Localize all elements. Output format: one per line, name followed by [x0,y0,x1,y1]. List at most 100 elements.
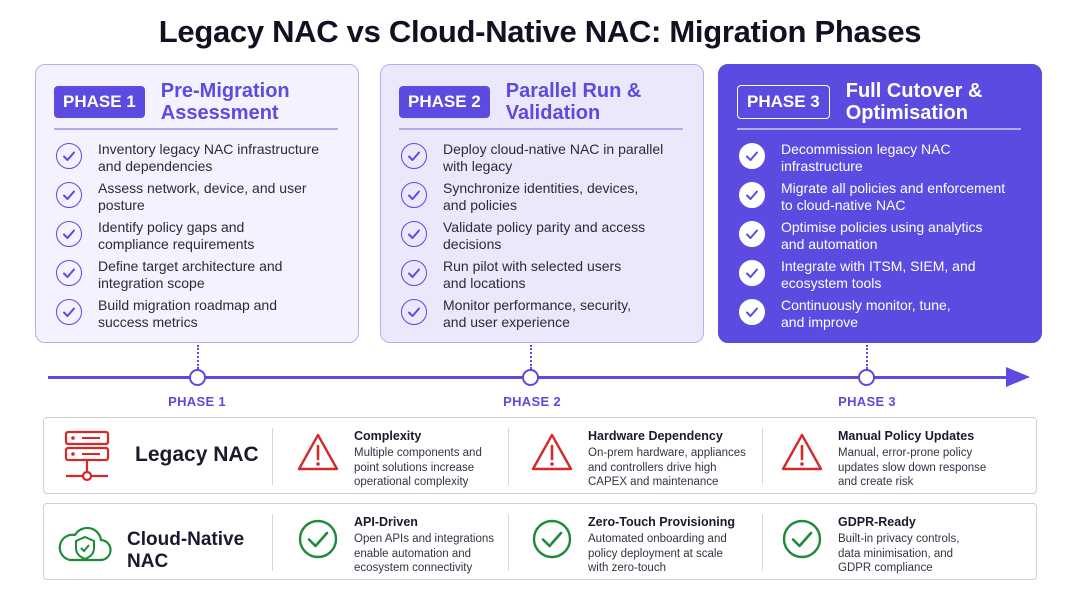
check-circle-icon [401,182,427,208]
phase-3-title-line-1: Full Cutover & [845,80,983,102]
checklist-item-line-2: integration scope [98,275,205,291]
check-circle-icon [401,299,427,325]
cell-description-line-3: operational complexity [354,476,469,488]
checklist-item-line-2: to cloud-native NAC [781,197,906,213]
checklist-item-line-2: infrastructure [781,158,863,174]
divider [272,428,273,485]
legacy-nac-label-block: Legacy NAC [44,418,272,493]
cell-description-line-3: with zero-touch [588,562,666,574]
cell-description-line-1: On-prem hardware, appliances [588,447,746,459]
checklist-item-line-1: Monitor performance, security, [443,297,632,313]
phase-2-title-line-1: Parallel Run & [505,80,642,102]
cell-title: GDPR-Ready [838,515,916,529]
cell-description-line-3: and create risk [838,476,914,488]
timeline-connector [866,345,868,369]
phase-3-badge: PHASE 3 [737,85,830,119]
cell-title: Complexity [354,429,422,443]
timeline-label-phase-1: PHASE 1 [168,394,226,409]
phase-2-title: Parallel Run & Validation [506,80,642,124]
timeline-marker [522,369,539,386]
checklist-item-line-2: and automation [781,236,878,252]
phase-1-title-line-1: Pre-Migration [160,80,290,102]
phase-1-header: PHASE 1 Pre-Migration Assessment [54,77,340,127]
legacy-nac-label: Legacy NAC [135,443,259,466]
divider [508,514,509,571]
arrow-right-icon [1006,367,1030,387]
divider [737,128,1021,130]
check-circle-icon [782,519,822,559]
phase-3-title-line-2: Optimisation [845,102,968,124]
checklist-item-line-1: Deploy cloud-native NAC in parallel [443,141,664,157]
cloud-native-nac-label-block: Cloud-Native NAC [44,504,272,579]
page-title: Legacy NAC vs Cloud-Native NAC: Migratio… [158,14,922,49]
check-circle-icon [532,519,572,559]
cell-title: API-Driven [354,515,418,529]
checklist-item-text: Monitor performance, security,and user e… [443,297,631,331]
checklist-item-line-2: and user experience [443,314,570,330]
check-circle-icon [401,143,427,169]
phase-3-title: Full Cutover & Optimisation [846,80,983,124]
check-circle-icon [401,260,427,286]
timeline-marker [858,369,875,386]
cell-description-line-1: Open APIs and integrations [354,533,495,545]
check-circle-icon [739,260,765,286]
checklist-item-line-2: ecosystem tools [781,275,882,291]
cell-description-line-1: Multiple components and [354,447,482,459]
timeline: PHASE 1 PHASE 2 PHASE 3 [0,340,1080,420]
divider [399,128,683,130]
phase-3-header: PHASE 3 Full Cutover & Optimisation [737,77,1023,127]
check-circle-icon [739,182,765,208]
cell-description-line-3: GDPR compliance [838,562,933,574]
cell-description-line-1: Built-in privacy controls, [838,533,960,545]
phase-1-badge: PHASE 1 [54,86,145,118]
divider [272,514,273,571]
checklist-item-line-1: Integrate with ITSM, SIEM, and [781,258,976,274]
cell-title: Zero-Touch Provisioning [588,515,735,529]
cell-description-line-2: data minimisation, and [838,547,954,560]
check-circle-icon [56,182,82,208]
check-circle-icon [298,519,338,559]
checklist-item-line-2: with legacy [443,158,513,174]
checklist-item-line-1: Validate policy parity and access [443,219,646,235]
checklist-item-text: Synchronize identities, devices,and poli… [443,180,638,214]
check-circle-icon [739,143,765,169]
divider [762,514,763,571]
checklist-item: Synchronize identities, devices,and poli… [401,180,691,219]
checklist-item-line-1: Synchronize identities, devices, [443,180,639,196]
checklist-item-line-1: Migrate all policies and enforcement [781,180,1006,196]
checklist-item-line-1: Run pilot with selected users [443,258,622,274]
checklist-item: Monitor performance, security,and user e… [401,297,691,336]
server-rack-icon [64,430,110,482]
cell-description-line-2: and controllers drive high [588,461,717,474]
cell-title: Hardware Dependency [588,429,723,443]
check-circle-icon [739,299,765,325]
cloud-native-nac-label: Cloud-Native NAC [127,529,245,572]
check-circle-icon [401,221,427,247]
checklist-item-line-1: Identify policy gaps and [98,219,245,235]
cell-description-line-3: ecosystem connectivity [354,562,473,574]
